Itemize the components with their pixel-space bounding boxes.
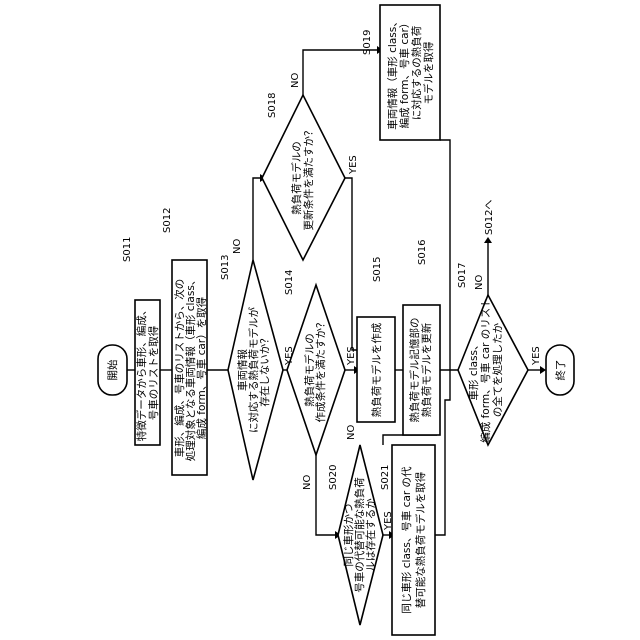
s021-box <box>392 445 435 635</box>
s013-no-label: NO <box>232 239 243 254</box>
s019-step: S019 <box>362 30 373 55</box>
edge-s020-no <box>383 435 437 445</box>
s017-step: S017 <box>457 263 468 288</box>
s017-line-3: の全てを処理したか <box>491 322 504 417</box>
arrow-s017-no <box>484 237 492 243</box>
edge-s018-yes <box>345 178 357 350</box>
start-label: 開始 <box>106 359 119 380</box>
s016-line-1: 熱負荷モデル記憶部の <box>408 318 421 423</box>
s017-no-label: NO <box>474 275 485 290</box>
s021-line-1: 同じ車形 class、号車 car の代 <box>400 466 413 614</box>
s011-line-1: 特徴データから車形、編成、 <box>135 305 148 442</box>
s015-line-1: 熱負荷モデルを作成 <box>370 322 383 417</box>
s017-yes-label: YES <box>531 346 542 366</box>
edge-s019-merge <box>440 140 450 370</box>
s012-step: S012 <box>162 208 173 233</box>
s014-step: S014 <box>284 270 295 295</box>
s020-line-3: ルは存在するか <box>364 498 377 572</box>
s015-step: S015 <box>372 257 383 282</box>
s018-no-label: NO <box>290 73 301 88</box>
s013-yes-label: YES <box>284 346 295 366</box>
edge-s013-no-s018 <box>253 178 262 260</box>
s018-step: S018 <box>267 93 278 118</box>
goto-s012-label: S012へ <box>484 200 495 235</box>
s011-step: S011 <box>122 237 133 262</box>
s014-yes-label: YES <box>346 346 357 366</box>
s020-no-label: NO <box>346 425 357 440</box>
s012-line-3: 編成 form、号車 car）を取得 <box>195 297 208 439</box>
s014-no-label: NO <box>302 475 313 490</box>
s013-step: S013 <box>220 255 231 280</box>
s016-step: S016 <box>417 240 428 265</box>
s018-line-2: 更新条件を満たすか？ <box>302 126 315 231</box>
s019-line-2: 編成 form、号車 car） <box>398 18 411 129</box>
s021-step: S021 <box>380 465 391 490</box>
s013-line-3: 存在しないか？ <box>258 333 271 407</box>
s018-yes-label: YES <box>348 155 359 175</box>
s019-line-3: に対応するの熱負荷 <box>410 26 423 121</box>
s014-line-2: 作成条件を満たすか？ <box>314 318 327 423</box>
end-label: 終了 <box>554 360 567 381</box>
s019-line-1: 車両情報（車形 class、 <box>386 16 399 129</box>
arrow-into-end <box>540 366 546 374</box>
edge-s018-no-s019 <box>303 50 380 95</box>
s018-line-1: 熱負荷モデルの <box>290 141 303 215</box>
s011-line-2: 号車のリストを取得 <box>147 326 160 421</box>
s020-yes-label: YES <box>383 511 394 531</box>
s020-step: S020 <box>328 465 339 490</box>
s017-line-2: 編成 form、号車 car のリスト <box>479 297 492 443</box>
s017-line-1: 車形 class、 <box>467 340 480 401</box>
s019-line-4: モデルを取得 <box>422 42 435 105</box>
s021-line-2: 替可能な熱負荷モデルを取得 <box>414 472 427 609</box>
s016-line-2: 熱負荷モデルを更新 <box>420 322 433 417</box>
